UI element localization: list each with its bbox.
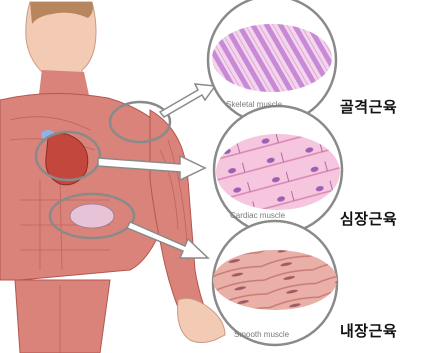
skeletal-muscle-label: 골격근육 xyxy=(340,96,397,117)
arrow-to-skeletal xyxy=(160,84,215,117)
cardiac-muscle-caption: Cardiac muscle xyxy=(230,211,285,220)
smooth-tissue-sample xyxy=(213,221,337,345)
smooth-muscle-caption: Smooth muscle xyxy=(234,330,289,339)
smooth-muscle-label: 내장근육 xyxy=(340,320,397,341)
torso xyxy=(0,93,175,280)
human-body-figure xyxy=(0,2,225,353)
cardiac-muscle-label: 심장근육 xyxy=(340,208,397,229)
skeletal-muscle-caption: Skeletal muscle xyxy=(226,100,282,109)
arm xyxy=(150,110,210,325)
